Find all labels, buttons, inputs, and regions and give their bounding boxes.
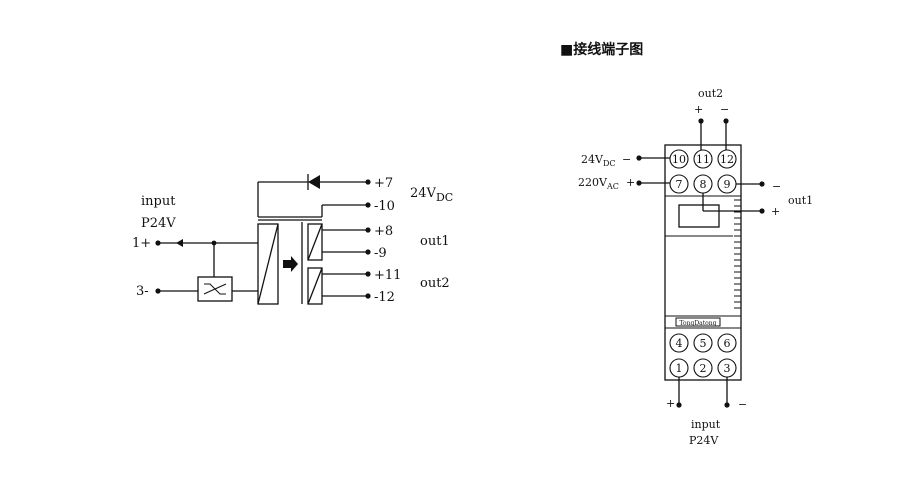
right-terminal-diagram: ■接线端子图 out2 + − TongDatong 10 11 12 — [560, 41, 813, 447]
terminal-4[interactable] — [669, 333, 689, 353]
terminal-5-number: 5 — [700, 337, 707, 350]
out2-plus-sign: + — [694, 103, 703, 116]
pin-12-label: -12 — [374, 290, 395, 305]
supply-ac-label: 220VAC — [578, 176, 619, 191]
pin-11-terminal — [365, 271, 371, 277]
terminal-1-number: 1 — [676, 362, 683, 375]
pin-7-label: +7 — [374, 176, 393, 191]
input-label-right: input — [691, 418, 721, 431]
input-power-right: P24V — [689, 434, 719, 447]
left-schematic: input P24V 1+ 3- +7 — [132, 174, 453, 305]
terminal-8-number: 8 — [700, 178, 707, 191]
pin-11-label: +11 — [374, 268, 401, 283]
signal-arrow-icon — [283, 256, 298, 272]
out2-minus-sign: − — [720, 103, 729, 116]
terminal-row-bottom-lower: 1 2 3 — [669, 358, 737, 378]
out2-label: out2 — [420, 276, 450, 291]
input-plus-sign: + — [666, 397, 675, 410]
pin-8-terminal — [365, 227, 371, 233]
out1-minus-terminal — [759, 181, 765, 187]
pin-10-terminal — [365, 202, 371, 208]
pin-10-label: -10 — [374, 199, 395, 214]
input-arrow — [176, 239, 183, 247]
out1-stage-box — [307, 223, 323, 261]
supply-dc-sign: − — [622, 153, 631, 166]
terminal-11[interactable] — [693, 149, 713, 169]
supply-dc-main: 24V — [581, 153, 604, 166]
supply-dc-label: 24VDC — [581, 153, 616, 168]
terminal-7-number: 7 — [676, 178, 683, 191]
pin-9-terminal — [365, 249, 371, 255]
diode-icon — [308, 175, 320, 189]
brand-plate — [675, 317, 721, 327]
pin-8-label: +8 — [374, 224, 393, 239]
out1-stage-diagonal — [307, 223, 323, 261]
terminal-9-number: 9 — [724, 178, 731, 191]
terminal-10[interactable] — [669, 149, 689, 169]
supply-dc-sub: DC — [603, 159, 616, 168]
module-body — [664, 144, 742, 381]
input-stage-box — [257, 223, 279, 305]
terminal-2-number: 2 — [700, 362, 707, 375]
terminal-5[interactable] — [693, 333, 713, 353]
pin-9-label: -9 — [374, 246, 387, 261]
sensor-element — [197, 276, 233, 302]
sensor-curve — [204, 283, 226, 295]
out2-stage-box — [307, 267, 323, 305]
supply-ac-sign: + — [626, 176, 635, 189]
input-label: input — [141, 194, 176, 209]
input-power-label: P24V — [141, 216, 176, 231]
out1-label: out1 — [420, 234, 450, 249]
input-minus-terminal — [724, 402, 730, 408]
input-minus-sign: − — [738, 398, 747, 411]
terminal-row-bottom-upper: 4 5 6 — [669, 333, 737, 353]
supply-label-main: 24V — [410, 186, 437, 201]
terminal-diagram-title: ■接线端子图 — [560, 41, 643, 58]
supply-label: 24VDC — [410, 186, 453, 204]
pin-3-label: 3- — [136, 284, 149, 299]
supply-ac-main: 220V — [578, 176, 608, 189]
terminal-10-number: 10 — [672, 153, 686, 166]
supply-label-sub: DC — [436, 191, 453, 204]
terminal-6-number: 6 — [724, 337, 731, 350]
out1-plus-sign: + — [771, 205, 780, 218]
terminal-row-second: 7 8 9 — [669, 174, 737, 194]
out1-label-right: out1 — [788, 194, 813, 207]
out2-label-right: out2 — [698, 87, 723, 100]
ventilation-slots — [734, 199, 741, 309]
terminal-row-top: 10 11 12 — [669, 149, 737, 169]
display-window — [678, 204, 720, 228]
pin-1-label: 1+ — [132, 236, 151, 251]
pin-12-terminal — [365, 293, 371, 299]
terminal-2[interactable] — [693, 358, 713, 378]
out2-stage-diagonal — [307, 267, 323, 305]
terminal-3-number: 3 — [724, 362, 731, 375]
terminal-7[interactable] — [669, 174, 689, 194]
input-stage-diagonal — [257, 223, 279, 305]
supply-ac-sub: AC — [606, 182, 619, 191]
terminal-12-number: 12 — [720, 153, 734, 166]
terminal-12[interactable] — [717, 149, 737, 169]
terminal-11-number: 11 — [696, 153, 710, 166]
pin-7-terminal — [365, 179, 371, 185]
out1-plus-terminal — [759, 208, 765, 214]
out1-minus-sign: − — [772, 180, 781, 193]
terminal-6[interactable] — [717, 333, 737, 353]
input-plus-terminal — [676, 402, 682, 408]
terminal-4-number: 4 — [676, 337, 683, 350]
brand-text: TongDatong — [680, 320, 717, 327]
